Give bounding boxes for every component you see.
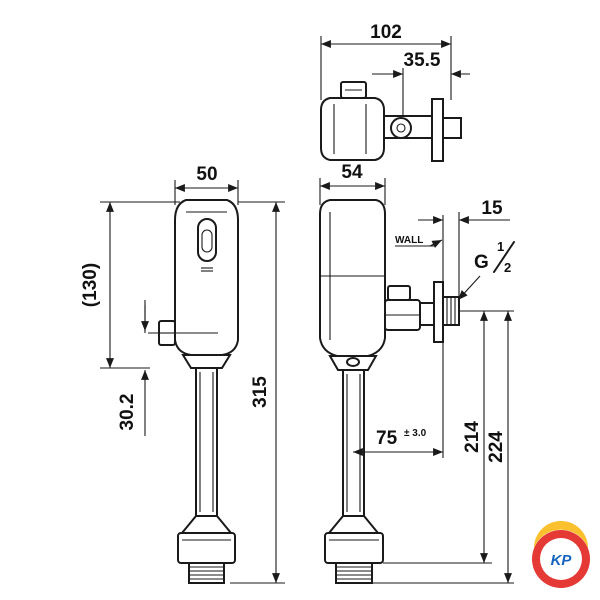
sensor-window bbox=[197, 218, 217, 262]
thread-prefix: G bbox=[474, 252, 489, 273]
top-inlet bbox=[442, 117, 462, 139]
dim-front-width: 50 bbox=[196, 164, 217, 185]
top-flange bbox=[431, 98, 444, 162]
thread-denominator: 2 bbox=[504, 260, 511, 275]
side-view: 54 WALL bbox=[319, 162, 515, 584]
dim-outlet-centre: 75 bbox=[376, 428, 398, 449]
dim-top-overall: 102 bbox=[370, 22, 402, 43]
front-view: 50 (130) 30.2 bbox=[80, 164, 285, 584]
dim-total-height: 315 bbox=[250, 376, 271, 408]
front-thread bbox=[188, 562, 225, 584]
dim-top-offset: 35.5 bbox=[404, 50, 441, 71]
dim-outlet-tolerance: ± 3.0 bbox=[404, 428, 427, 439]
thread-callout: G 1 2 bbox=[457, 239, 515, 301]
top-body bbox=[320, 97, 385, 161]
wall-label: WALL bbox=[395, 235, 423, 246]
side-coupling bbox=[324, 532, 384, 564]
thread-numerator: 1 bbox=[497, 239, 504, 254]
side-thread bbox=[335, 562, 373, 584]
dim-wall-depth: 15 bbox=[481, 198, 503, 219]
dim-side-width: 54 bbox=[341, 162, 363, 183]
dim-sensor-height: (130) bbox=[80, 263, 101, 307]
side-valve-cap bbox=[387, 285, 411, 301]
dim-inlet-drop: 30.2 bbox=[117, 394, 138, 431]
front-coupling bbox=[177, 532, 236, 564]
dim-inlet-height-b: 224 bbox=[486, 431, 507, 463]
side-flange bbox=[433, 281, 444, 343]
dim-inlet-height-a: 214 bbox=[462, 421, 483, 453]
side-pipe bbox=[342, 369, 365, 517]
top-view: 102 35.5 bbox=[320, 22, 470, 162]
kp-logo: KP bbox=[532, 521, 590, 588]
logo-text: KP bbox=[551, 552, 573, 569]
front-pipe bbox=[195, 367, 218, 517]
